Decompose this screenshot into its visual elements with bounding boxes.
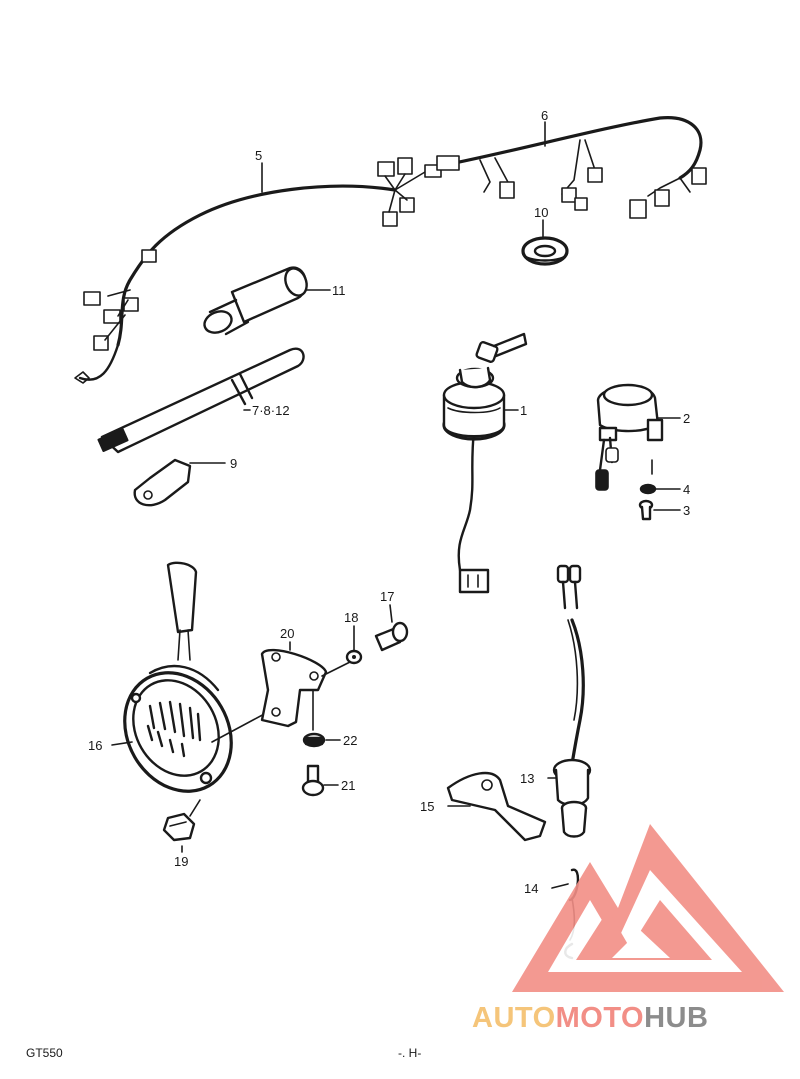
wordmark-auto: AUTO	[472, 1002, 556, 1034]
horn-bracket-20	[260, 648, 351, 731]
callout-labels: 5 6 10 11 7·8·12 9 1 2 4 3 13 15 14 16 1…	[88, 108, 690, 896]
leader-lines	[111, 121, 681, 889]
strap-7-8-12	[97, 347, 305, 454]
wordmark-hub: HUB	[644, 1002, 708, 1034]
callout-17: 17	[380, 589, 394, 604]
model-code: GT550	[26, 1046, 63, 1060]
bracket-9	[133, 458, 192, 507]
callout-19: 19	[174, 854, 188, 869]
steering-lock-2	[595, 383, 664, 491]
ignition-switch-1	[442, 332, 528, 594]
bracket-15	[446, 771, 547, 842]
washer-4	[639, 459, 657, 495]
automotohub-wordmark: AUTOMOTOHUB	[472, 1002, 708, 1034]
switch-13	[552, 564, 592, 838]
callout-21: 21	[341, 778, 355, 793]
callout-2: 2	[683, 411, 690, 426]
callout-16: 16	[88, 738, 102, 753]
grommet-10	[521, 236, 569, 266]
callout-7-8-12: 7·8·12	[252, 403, 290, 418]
sleeve-11	[203, 266, 308, 336]
nut-22	[302, 732, 326, 748]
callout-6: 6	[541, 108, 548, 123]
bolt-21	[301, 764, 325, 797]
automotohub-logo-icon	[512, 824, 784, 992]
wiring-harness-5	[74, 157, 442, 384]
nut-19	[162, 812, 196, 842]
bolt-3	[638, 499, 654, 521]
callout-20: 20	[280, 626, 294, 641]
callout-18: 18	[344, 610, 358, 625]
callout-9: 9	[230, 456, 237, 471]
callout-22: 22	[343, 733, 357, 748]
washer-18	[345, 649, 363, 665]
callout-10: 10	[534, 205, 548, 220]
wordmark-moto: MOTO	[556, 1002, 644, 1034]
horn-16	[123, 561, 269, 817]
callout-11: 11	[332, 283, 346, 298]
bolt-17	[374, 621, 409, 652]
page-mark: -. H-	[398, 1046, 421, 1060]
wiring-harness-6	[436, 116, 707, 219]
callout-3: 3	[683, 503, 690, 518]
callout-15: 15	[420, 799, 434, 814]
svg-text:AUTOMOTOHUB: AUTOMOTOHUB	[472, 1002, 708, 1034]
callout-1: 1	[520, 403, 527, 418]
callout-14: 14	[524, 881, 538, 896]
callout-4: 4	[683, 482, 690, 497]
callout-13: 13	[520, 771, 534, 786]
callout-5: 5	[255, 148, 262, 163]
